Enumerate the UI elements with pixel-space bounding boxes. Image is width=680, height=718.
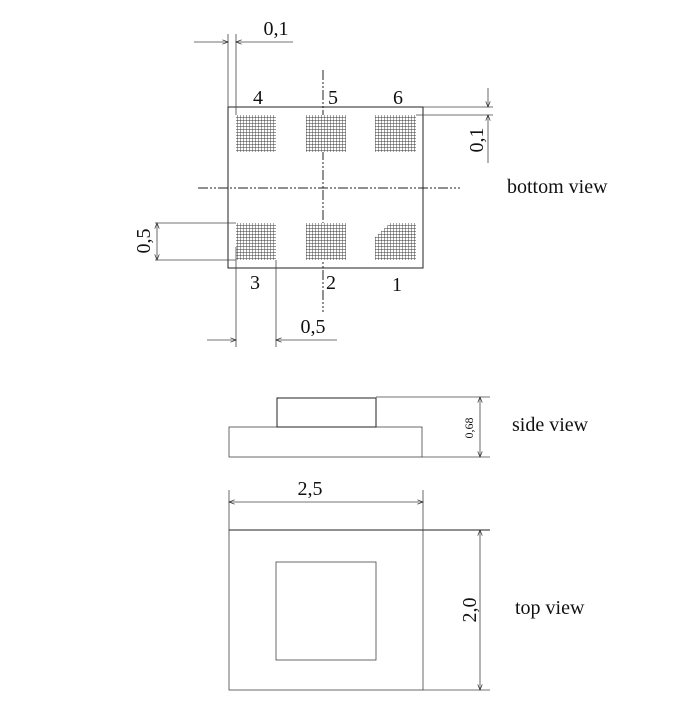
dim-side-height: 0,68 xyxy=(462,418,476,439)
side-top-block xyxy=(276,397,377,428)
dim-top-height: 2,0 xyxy=(459,598,481,623)
pad-5 xyxy=(306,115,346,152)
pad-2 xyxy=(306,223,346,260)
pin-label-6: 6 xyxy=(393,87,403,109)
pin-label-1: 1 xyxy=(392,274,402,296)
pad-6 xyxy=(375,115,416,152)
side-body xyxy=(228,426,423,458)
dim-text: 0,1 xyxy=(264,18,289,40)
pin-label-5: 5 xyxy=(328,87,338,109)
pin-label-3: 3 xyxy=(250,272,260,294)
dim-pad-width: 0,5 xyxy=(207,247,337,347)
bottom-view-label: bottom view xyxy=(507,176,608,198)
side-view: 0,68 side view xyxy=(228,397,589,458)
bottom-view: 4 5 6 3 2 1 0,1 0,1 0,5 xyxy=(133,18,608,347)
dim-top-width: 2,5 xyxy=(298,478,323,500)
pad-1 xyxy=(375,223,416,260)
pin-label-4: 4 xyxy=(253,87,263,109)
dim-pad-height: 0,5 xyxy=(133,223,236,260)
top-inner-square xyxy=(275,561,377,661)
top-view: 2,5 2,0 top view xyxy=(229,478,585,690)
dim-text: 0,5 xyxy=(301,316,326,338)
pad-4 xyxy=(236,115,276,152)
side-view-label: side view xyxy=(512,414,589,436)
top-view-label: top view xyxy=(515,597,585,619)
dim-pad-offset-y: 0,1 xyxy=(416,88,493,163)
pad-3 xyxy=(236,223,276,260)
dim-text: 0,5 xyxy=(133,229,155,254)
dim-pad-offset-x: 0,1 xyxy=(194,18,293,115)
pin-label-2: 2 xyxy=(326,272,336,294)
dim-text: 0,1 xyxy=(466,128,488,153)
top-outline xyxy=(228,529,424,691)
